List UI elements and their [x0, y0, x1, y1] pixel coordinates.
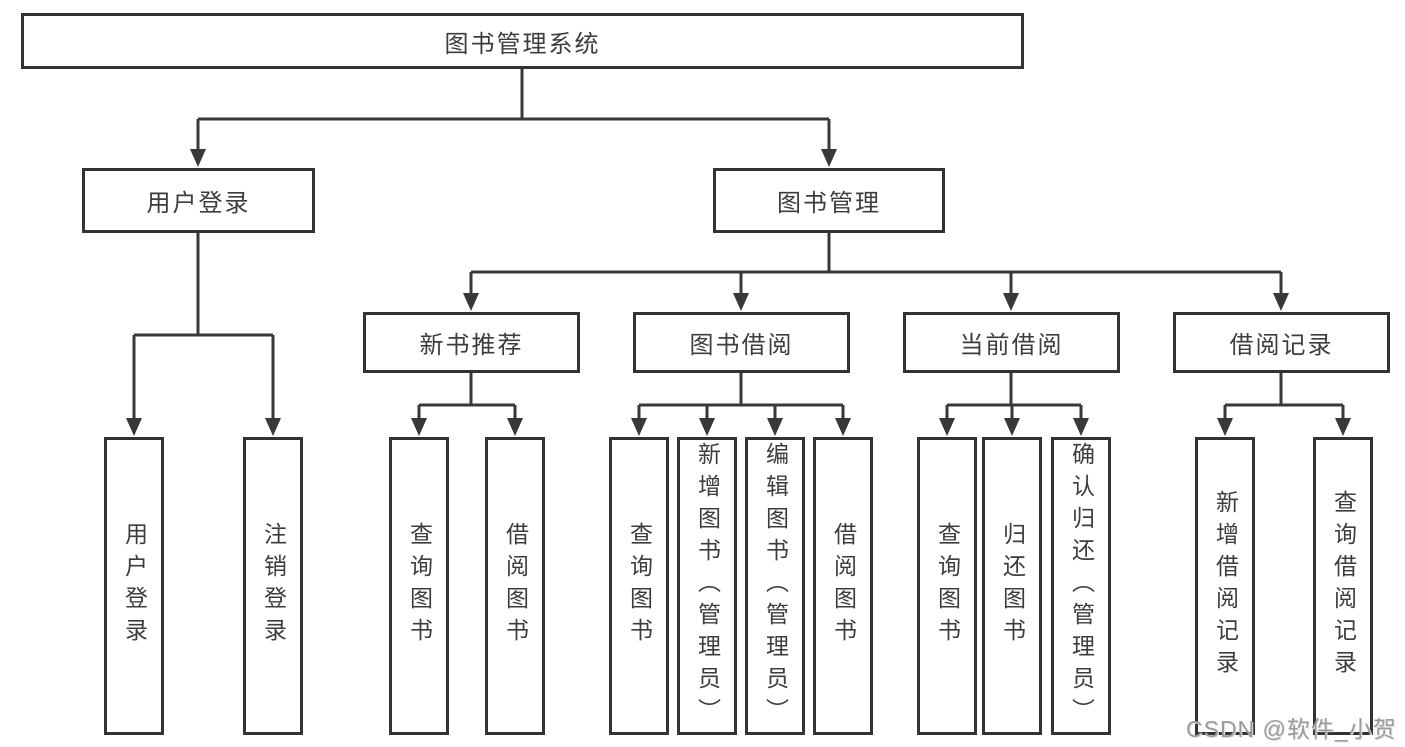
leaf-borrow-books: 借阅图书 — [813, 437, 873, 735]
node-root-label: 图书管理系统 — [444, 30, 601, 58]
connector-root-to-level2 — [196, 69, 831, 152]
node-user-login: 用户登录 — [82, 168, 315, 233]
node-current-borrow: 当前借阅 — [903, 312, 1120, 373]
watermark: CSDN @软件_小贺同学 — [1186, 716, 1397, 742]
connector-lines — [132, 69, 1345, 422]
connector-current-to-leaves — [945, 373, 1083, 422]
connector-recommend-to-leaves — [417, 373, 517, 422]
node-new-book-recommend: 新书推荐 — [363, 312, 580, 373]
leaf-query-books-borrow: 查询图书 — [609, 437, 669, 735]
node-new-book-recommend-label: 新书推荐 — [419, 332, 524, 359]
leaf-edit-book-admin-label: 编辑图书（管理员） — [762, 442, 789, 730]
connector-borrow-to-leaves — [637, 373, 845, 422]
node-borrow-records-label: 借阅记录 — [1229, 332, 1334, 359]
node-borrow-records: 借阅记录 — [1173, 312, 1390, 373]
leaf-user-login: 用户登录 — [104, 437, 164, 735]
node-book-management: 图书管理 — [713, 168, 945, 233]
node-book-borrow: 图书借阅 — [633, 312, 850, 373]
leaf-edit-book-admin: 编辑图书（管理员） — [745, 437, 805, 735]
leaf-query-books-recommend-label: 查询图书 — [406, 522, 433, 650]
leaf-add-borrow-record: 新增借阅记录 — [1195, 437, 1255, 735]
leaf-confirm-return-admin-label: 确认归还（管理员） — [1068, 442, 1095, 730]
leaf-query-borrow-record: 查询借阅记录 — [1313, 437, 1373, 735]
node-root: 图书管理系统 — [21, 13, 1024, 69]
leaf-logout-label: 注销登录 — [260, 522, 287, 650]
connector-records-to-leaves — [1223, 373, 1345, 422]
leaf-return-books: 归还图书 — [982, 437, 1042, 735]
leaf-add-book-admin-label: 新增图书（管理员） — [694, 442, 721, 730]
leaf-user-login-label: 用户登录 — [121, 522, 148, 650]
leaf-query-borrow-record-label: 查询借阅记录 — [1330, 490, 1357, 682]
leaf-query-books-current-label: 查询图书 — [934, 522, 961, 650]
leaf-add-borrow-record-label: 新增借阅记录 — [1212, 490, 1239, 682]
node-current-borrow-label: 当前借阅 — [959, 332, 1064, 359]
leaf-query-books-recommend: 查询图书 — [389, 437, 449, 735]
connector-management-to-level3 — [469, 233, 1283, 296]
leaf-add-book-admin: 新增图书（管理员） — [677, 437, 737, 735]
leaf-query-books-current: 查询图书 — [917, 437, 977, 735]
connector-login-to-leaves — [132, 233, 275, 422]
node-user-login-label: 用户登录 — [146, 190, 251, 217]
node-book-management-label: 图书管理 — [777, 190, 881, 217]
leaf-return-books-label: 归还图书 — [999, 522, 1026, 650]
leaf-borrow-books-recommend: 借阅图书 — [485, 437, 545, 735]
leaf-borrow-books-label: 借阅图书 — [830, 522, 857, 650]
leaf-borrow-books-recommend-label: 借阅图书 — [502, 522, 529, 650]
node-book-borrow-label: 图书借阅 — [689, 332, 794, 359]
leaf-query-books-borrow-label: 查询图书 — [626, 522, 653, 650]
leaf-confirm-return-admin: 确认归还（管理员） — [1051, 437, 1111, 735]
leaf-logout: 注销登录 — [243, 437, 303, 735]
